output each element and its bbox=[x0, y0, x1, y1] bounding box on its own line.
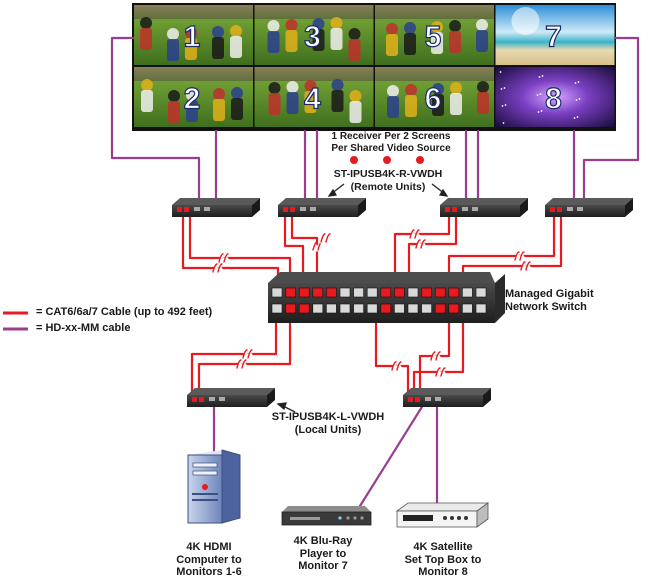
switch-port bbox=[298, 303, 310, 314]
switch-port bbox=[394, 287, 405, 298]
receiver-dots bbox=[350, 156, 424, 164]
cat-cable bbox=[393, 209, 451, 290]
cat-cable bbox=[407, 209, 458, 290]
red-dot bbox=[350, 156, 358, 164]
screen-5: 5 bbox=[375, 5, 494, 65]
switch-port bbox=[380, 287, 392, 298]
switch-port bbox=[366, 303, 378, 314]
bluray-player-icon bbox=[281, 506, 372, 526]
switch-port bbox=[366, 287, 378, 298]
switch-port bbox=[475, 287, 487, 298]
local-transmitter-1 bbox=[187, 388, 275, 407]
switch-port bbox=[475, 303, 487, 314]
computer-icon bbox=[187, 449, 241, 524]
switch-label: Managed Gigabit Network Switch bbox=[505, 288, 594, 313]
hdmi-cable bbox=[358, 400, 427, 508]
satellite-box-icon bbox=[395, 502, 490, 528]
switch-port bbox=[285, 287, 296, 298]
remote-receiver-3 bbox=[440, 198, 528, 217]
bluray-label: 4K Blu-Ray Player to Monitor 7 bbox=[293, 535, 353, 572]
switch-port bbox=[271, 303, 283, 314]
switch-port bbox=[339, 303, 351, 314]
satellite-label: 4K Satellite Set Top Box to Monitor 8 bbox=[404, 541, 482, 578]
screen-number: 6 bbox=[425, 83, 442, 116]
screen-7: 7 bbox=[495, 5, 615, 65]
screen-number: 1 bbox=[184, 21, 201, 54]
switch-port bbox=[407, 287, 419, 298]
cat-cable bbox=[188, 209, 292, 290]
switch-port bbox=[421, 287, 432, 298]
pointer-arrows bbox=[276, 183, 449, 413]
switch-port bbox=[421, 303, 432, 314]
screen-number: 7 bbox=[545, 21, 562, 54]
hdmi-cable bbox=[110, 36, 201, 208]
screen-number: 3 bbox=[304, 21, 321, 54]
cat-cable bbox=[181, 209, 280, 290]
switch-port bbox=[326, 287, 337, 298]
remote-units-label: ST-IPUSB4K-R-VWDH (Remote Units) bbox=[333, 168, 443, 193]
legend-hdmi-text: = HD-xx-MM cable bbox=[36, 322, 131, 334]
switch-port bbox=[312, 287, 324, 298]
switch-port bbox=[434, 287, 446, 298]
computer-label: 4K HDMI Computer to Monitors 1-6 bbox=[176, 541, 242, 578]
screen-3: 3 bbox=[254, 5, 374, 65]
switch-port bbox=[298, 287, 310, 298]
switch-port bbox=[285, 303, 296, 314]
network-switch bbox=[268, 272, 505, 323]
screen-8: 8 bbox=[495, 67, 615, 127]
screen-6: 6 bbox=[375, 67, 494, 127]
switch-port bbox=[448, 287, 460, 298]
switch-port bbox=[434, 303, 446, 314]
cat-cable bbox=[418, 311, 451, 398]
remote-receiver-2 bbox=[278, 198, 366, 217]
legend-cat6-text: = CAT6/6a/7 Cable (up to 492 feet) bbox=[36, 306, 213, 318]
screen-number: 5 bbox=[425, 21, 442, 54]
cat-cable bbox=[290, 209, 319, 290]
remote-receiver-4 bbox=[545, 198, 633, 217]
screen-number: 8 bbox=[545, 83, 562, 116]
screen-2: 2 bbox=[134, 67, 253, 127]
local-transmitter-2 bbox=[403, 388, 491, 407]
screen-number: 2 bbox=[184, 83, 201, 116]
switch-port bbox=[462, 287, 473, 298]
switch-port bbox=[339, 287, 351, 298]
red-dot bbox=[416, 156, 424, 164]
remote-receiver-1 bbox=[172, 198, 260, 217]
cat-cable bbox=[190, 311, 278, 398]
switch-port bbox=[462, 303, 473, 314]
cat-cable bbox=[283, 209, 305, 290]
cat-cable bbox=[412, 311, 465, 398]
screen-4: 4 bbox=[254, 67, 374, 127]
switch-port bbox=[394, 303, 405, 314]
switch-port bbox=[353, 287, 364, 298]
local-units-label: ST-IPUSB4K-L-VWDH (Local Units) bbox=[271, 411, 385, 436]
hdmi-cable bbox=[582, 36, 640, 208]
screen-number: 4 bbox=[304, 83, 321, 116]
switch-port bbox=[380, 303, 392, 314]
switch-port bbox=[312, 303, 324, 314]
video-wall: 1 3 5 7 2 4 6 8 bbox=[132, 3, 616, 131]
cat-cable bbox=[374, 311, 410, 398]
red-dot bbox=[383, 156, 391, 164]
switch-port bbox=[448, 303, 460, 314]
switch-port bbox=[353, 303, 364, 314]
receiver-note: 1 Receiver Per 2 Screens Per Shared Vide… bbox=[331, 131, 451, 154]
screen-1: 1 bbox=[134, 5, 253, 65]
switch-port bbox=[271, 287, 283, 298]
switch-port bbox=[407, 303, 419, 314]
switch-port bbox=[326, 303, 337, 314]
